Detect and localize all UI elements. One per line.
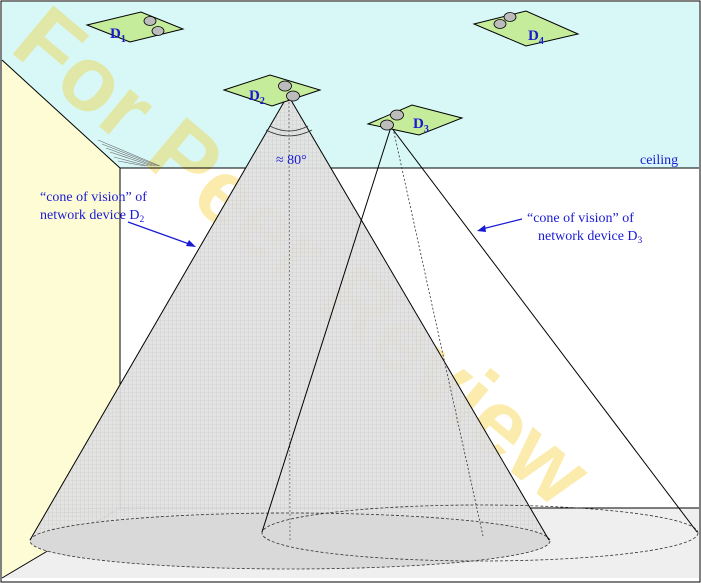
svg-text:D2: D2 bbox=[249, 88, 265, 107]
ceiling-label: ceiling bbox=[640, 153, 678, 168]
device-d2: D2 bbox=[222, 74, 322, 107]
svg-text:D1: D1 bbox=[110, 26, 126, 45]
cone-d2-edge-left bbox=[29, 94, 289, 541]
svg-text:“cone of vision” of: “cone of vision” of bbox=[527, 211, 634, 226]
cone-d2-base bbox=[29, 512, 551, 570]
cone-d2-edge-right bbox=[287, 94, 550, 541]
cone-d3-base bbox=[261, 504, 699, 562]
svg-text:D3: D3 bbox=[413, 116, 429, 135]
angle-label: ≈ 80° bbox=[276, 153, 307, 168]
angle-arc-inner bbox=[269, 125, 309, 132]
svg-text:D4: D4 bbox=[528, 28, 544, 47]
device-d4: D4 bbox=[472, 10, 580, 47]
cone-d3-annotation: “cone of vision” of network device D3 bbox=[477, 211, 643, 246]
cone-d2-annotation: “cone of vision” of network device D2 bbox=[40, 190, 196, 247]
cone-d2 bbox=[30, 95, 549, 540]
svg-text:“cone of vision” of: “cone of vision” of bbox=[40, 190, 147, 205]
cone-d3-edge-right bbox=[390, 126, 698, 533]
device-d3: D3 bbox=[366, 104, 464, 136]
svg-text:network device D3: network device D3 bbox=[538, 229, 643, 246]
cone-d3-edge-left bbox=[261, 126, 392, 533]
svg-text:network device D2: network device D2 bbox=[40, 208, 145, 225]
angle-arc bbox=[265, 129, 313, 137]
cone-d3-axis bbox=[392, 127, 484, 537]
device-d1: D1 bbox=[85, 11, 185, 45]
